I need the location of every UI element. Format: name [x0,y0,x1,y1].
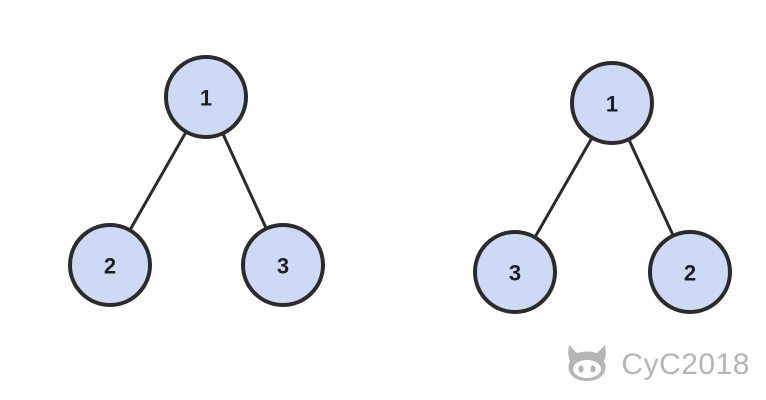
tree-edge [129,131,187,231]
node-label: 1 [200,86,212,111]
nodes-layer: 1 2 3 1 3 2 [68,55,732,314]
node-label: 2 [104,254,116,279]
node-circle [473,230,557,314]
node-circle [648,230,732,314]
edges-layer [129,131,674,238]
github-octocat-icon [563,341,611,388]
node-circle [241,223,325,307]
node-label: 2 [684,261,696,286]
node-label: 1 [606,92,618,117]
node-label: 3 [509,261,521,286]
node-label: 3 [277,254,289,279]
tree-edge [221,133,268,229]
node-circle [570,61,654,145]
tree-node: 3 [473,230,557,314]
node-circle [68,223,152,307]
tree-node: 1 [164,55,248,139]
watermark-text: CyC2018 [621,347,750,381]
tree-node: 2 [648,230,732,314]
tree-edge [534,137,593,238]
watermark: CyC2018 [563,341,750,388]
node-circle [164,55,248,139]
tree-node: 2 [68,223,152,307]
tree-node: 3 [241,223,325,307]
tree-edge [628,139,674,236]
tree-node: 1 [570,61,654,145]
